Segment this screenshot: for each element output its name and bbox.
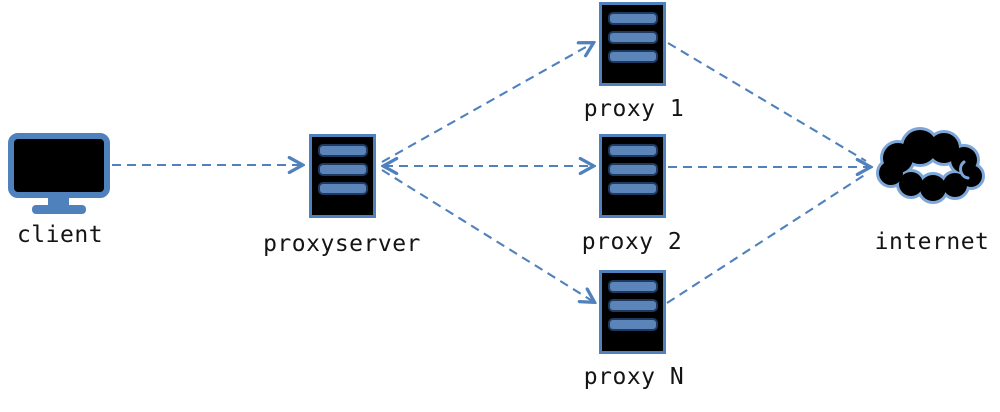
server-slot-bar <box>607 12 658 25</box>
server-slot-bar <box>317 144 368 157</box>
server-icon <box>599 270 666 354</box>
proxy2-label: proxy 2 <box>581 229 683 255</box>
proxy1-label: proxy 1 <box>583 96 685 122</box>
server-slot-bar <box>607 50 658 63</box>
server-slot-bar <box>607 31 658 44</box>
proxyN-label: proxy N <box>583 364 685 390</box>
edge-proxyN-internet <box>666 173 867 304</box>
server-slot-bar <box>607 318 658 331</box>
edge-proxyserver-proxy1 <box>381 43 593 163</box>
edge-proxyserver-proxyN <box>381 169 594 302</box>
monitor-stand-base <box>32 205 86 214</box>
server-icon <box>309 134 376 218</box>
server-slot-bar <box>317 182 368 195</box>
cloud-icon <box>876 127 985 204</box>
monitor-screen <box>8 133 110 198</box>
monitor-stand-neck <box>48 197 69 207</box>
client-label: client <box>16 222 104 248</box>
server-slot-bar <box>607 163 658 176</box>
server-icon <box>599 2 666 86</box>
server-slot-bar <box>317 163 368 176</box>
proxyserver-label: proxyserver <box>263 231 421 257</box>
server-slot-bar <box>607 182 658 195</box>
internet-label: internet <box>874 229 990 255</box>
server-slot-bar <box>607 299 658 312</box>
server-slot-bar <box>607 144 658 157</box>
edge-proxy1-internet <box>667 42 867 162</box>
server-slot-bar <box>607 280 658 293</box>
server-icon <box>599 134 666 218</box>
